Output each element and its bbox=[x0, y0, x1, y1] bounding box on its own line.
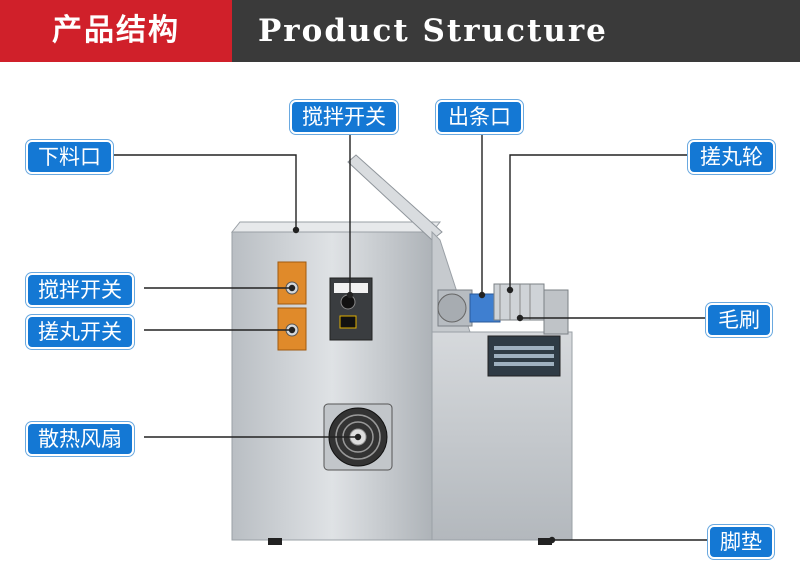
callout-mix-switch-left: 搅拌开关 bbox=[26, 273, 134, 307]
foot-pad-left bbox=[268, 538, 282, 545]
callout-feed-inlet: 下料口 bbox=[26, 140, 113, 174]
leader-rolling-wheel bbox=[509, 154, 688, 290]
brush-block bbox=[543, 289, 569, 335]
callout-cooling-fan: 散热风扇 bbox=[26, 422, 134, 456]
hopper-top bbox=[230, 221, 442, 233]
callout-mix-switch-top: 搅拌开关 bbox=[290, 100, 398, 134]
callout-rolling-wheel: 搓丸轮 bbox=[688, 140, 775, 174]
header-title-cn: 产品结构 bbox=[52, 13, 180, 48]
leader-lines bbox=[112, 130, 708, 544]
callout-brush: 毛刷 bbox=[706, 303, 772, 337]
callout-outlet: 出条口 bbox=[436, 100, 523, 134]
header-cn-block: 产品结构 bbox=[0, 0, 232, 62]
leader-feed-inlet bbox=[112, 154, 297, 230]
header-title-en: Product Structure bbox=[258, 13, 608, 49]
rolling-wheel bbox=[493, 283, 545, 321]
header-bar: 产品结构 Product Structure bbox=[0, 0, 800, 62]
hopper-lid bbox=[347, 154, 443, 241]
foot-pad-right bbox=[538, 538, 552, 545]
callout-rolling-switch: 搓丸开关 bbox=[26, 315, 134, 349]
callout-foot-pad: 脚垫 bbox=[708, 525, 774, 559]
